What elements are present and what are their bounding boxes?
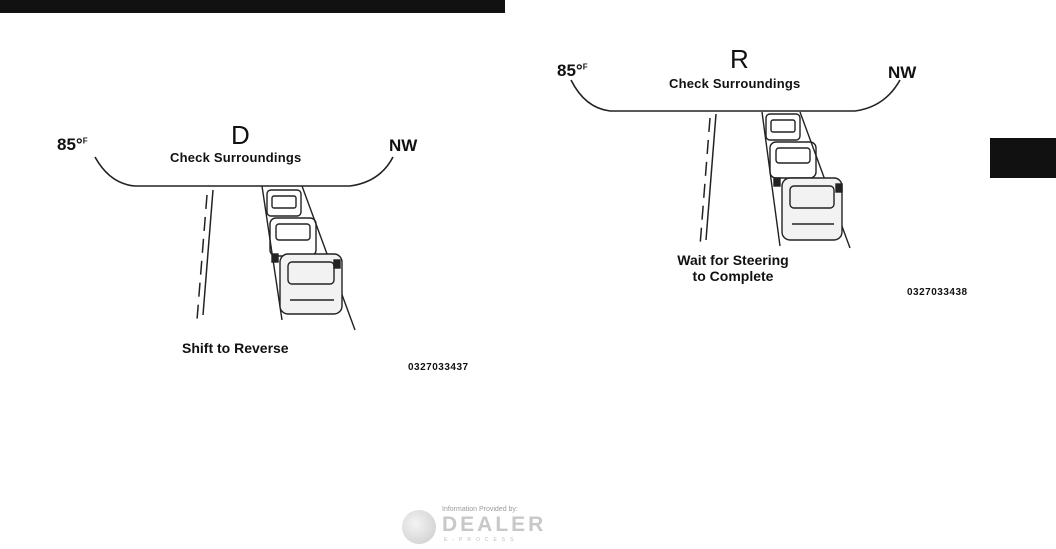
right-status-message: Check Surroundings [669,76,801,91]
right-display-outline [570,79,901,112]
left-status-message: Check Surroundings [170,150,302,165]
left-car-row [261,185,356,331]
right-caption: Wait for Steering to Complete [664,252,802,284]
right-caption-line2: to Complete [692,268,774,284]
watermark-sub: E-PROCESS [444,537,519,543]
dealer-watermark: Information Provided by: DEALER E-PROCES… [402,506,572,548]
right-figure-id: 0327033438 [907,287,968,298]
left-gear-indicator: D [231,120,250,150]
left-figure-id: 0327033437 [408,362,469,373]
left-caption: Shift to Reverse [182,340,289,356]
left-temperature: 85°F [57,135,88,154]
watermark-brand: DEALER [442,513,547,536]
right-car-row [761,111,851,249]
header-bar [0,0,505,13]
left-lane-line [196,189,214,321]
right-temperature: 85°F [557,61,588,80]
left-temperature-unit: F [82,136,88,146]
watermark-logo-icon [402,510,436,544]
left-display-outline [94,156,394,187]
watermark-small-text: Information Provided by: [442,506,518,513]
right-compass-heading: NW [888,63,917,82]
right-temperature-unit: F [582,62,588,72]
right-gear-indicator: R [730,44,749,74]
left-compass-heading: NW [389,136,418,155]
right-lane-line [699,113,717,247]
right-caption-line1: Wait for Steering [677,252,789,268]
section-tab [990,138,1056,178]
